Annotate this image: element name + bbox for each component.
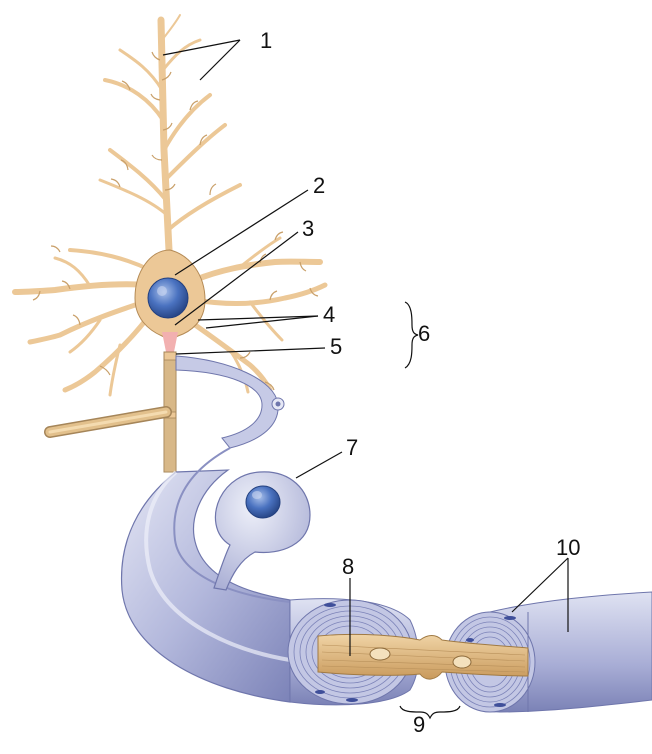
mitochondrion — [369, 647, 391, 661]
label-3: 3 — [302, 216, 315, 241]
myelinating-cell — [213, 471, 311, 591]
dendrites — [12, 14, 328, 397]
leader-lines — [162, 39, 569, 720]
label-2: 2 — [313, 173, 326, 198]
mitochondrion — [452, 655, 472, 669]
label-7: 7 — [346, 435, 359, 460]
label-8: 8 — [342, 554, 355, 579]
axon-core — [317, 633, 529, 680]
label-9: 9 — [413, 712, 426, 737]
myelin-sheath — [120, 469, 291, 703]
myelinating-cell-nucleus — [245, 485, 281, 519]
nucleus — [147, 277, 189, 319]
axon-hillock — [162, 332, 178, 352]
label-1: 1 — [260, 28, 273, 53]
dendritic-spines — [32, 51, 319, 391]
axon-collateral — [44, 406, 172, 438]
label-10: 10 — [556, 535, 581, 560]
myelin-process — [175, 355, 285, 449]
label-4: 4 — [323, 302, 336, 327]
label-6: 6 — [418, 321, 431, 346]
axon-initial-segment — [163, 351, 177, 473]
label-5: 5 — [330, 334, 343, 359]
